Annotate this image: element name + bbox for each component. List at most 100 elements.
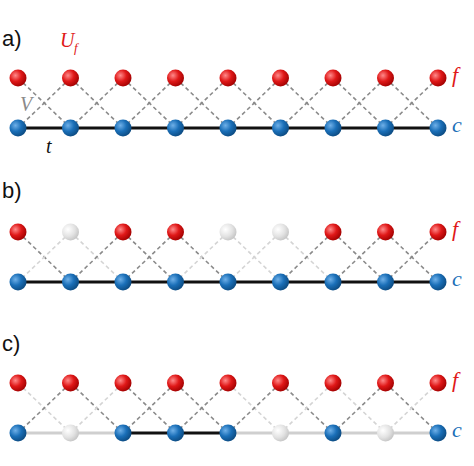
f-site [62,375,79,392]
row-label: c [452,268,462,290]
f-site [115,224,132,241]
c-site [167,120,184,137]
hybridization-line [18,232,71,282]
f-site [115,375,132,392]
parameter-label: U [60,30,74,50]
hybridization-line [71,383,124,433]
hybridization-line [176,232,229,282]
c-site [10,274,27,291]
hybridization-line [71,78,124,128]
f-site [10,224,27,241]
c-site [10,425,27,442]
f-site [167,375,184,392]
c-site [377,274,394,291]
hybridization-line [281,232,334,282]
hybridization-line [333,78,386,128]
row-label: f [452,369,458,391]
c-site [10,120,27,137]
hybridization-line [228,78,281,128]
c-site [430,425,447,442]
hybridization-line [176,78,229,128]
f-site [430,375,447,392]
hybridization-line [176,383,229,433]
f-site [62,70,79,87]
hybridization-line [228,383,281,433]
hybridization-line [123,78,176,128]
row-label: c [452,114,462,136]
hybridization-line [123,383,176,433]
c-site [62,120,79,137]
hybridization-line [228,232,281,282]
hybridization-line [176,383,229,433]
parameter-label: t [46,136,52,156]
row-label: f [452,64,458,86]
f-site [220,375,237,392]
panel-label: c) [2,333,20,355]
hybridization-line [333,78,386,128]
hybridization-line [333,232,386,282]
f-site [377,375,394,392]
panel-label: b) [2,180,22,202]
hybridization-line [123,383,176,433]
c-site [62,425,79,442]
hybridization-line [18,383,71,433]
hybridization-line [71,232,124,282]
hybridization-line [18,78,71,128]
hybridization-line [228,78,281,128]
f-site [220,224,237,241]
parameter-subscript: f [74,41,78,54]
hybridization-line [281,232,334,282]
c-site [272,120,289,137]
hybridization-line [386,383,439,433]
f-site [430,70,447,87]
c-site [167,425,184,442]
hybridization-line [333,383,386,433]
hybridization-line [386,78,439,128]
hybridization-line [386,232,439,282]
hybridization-line [386,78,439,128]
hybridization-line [71,383,124,433]
hybridization-line [333,232,386,282]
c-site [272,274,289,291]
hybridization-line [123,232,176,282]
c-site [220,274,237,291]
hybridization-line [176,232,229,282]
hybridization-line [281,383,334,433]
f-site [10,375,27,392]
hybridization-line [18,232,71,282]
hybridization-line [123,232,176,282]
row-label: f [452,218,458,240]
f-site [272,70,289,87]
f-site [115,70,132,87]
f-site [167,70,184,87]
hybridization-line [18,383,71,433]
hybridization-line [281,78,334,128]
f-site [220,70,237,87]
f-site [377,224,394,241]
c-site [325,425,342,442]
c-site [220,425,237,442]
f-site [272,224,289,241]
f-site [325,224,342,241]
c-site [115,120,132,137]
c-site [430,274,447,291]
hybridization-line [228,383,281,433]
c-site [325,274,342,291]
c-site [62,274,79,291]
c-site [377,425,394,442]
c-site [325,120,342,137]
hybridization-line [386,383,439,433]
parameter-label: V [20,94,32,114]
c-site [430,120,447,137]
hybridization-line [386,232,439,282]
f-site [10,70,27,87]
hybridization-line [281,383,334,433]
c-site [115,425,132,442]
hybridization-line [228,232,281,282]
hybridization-line [123,78,176,128]
f-site [377,70,394,87]
c-site [272,425,289,442]
c-site [115,274,132,291]
f-site [430,224,447,241]
